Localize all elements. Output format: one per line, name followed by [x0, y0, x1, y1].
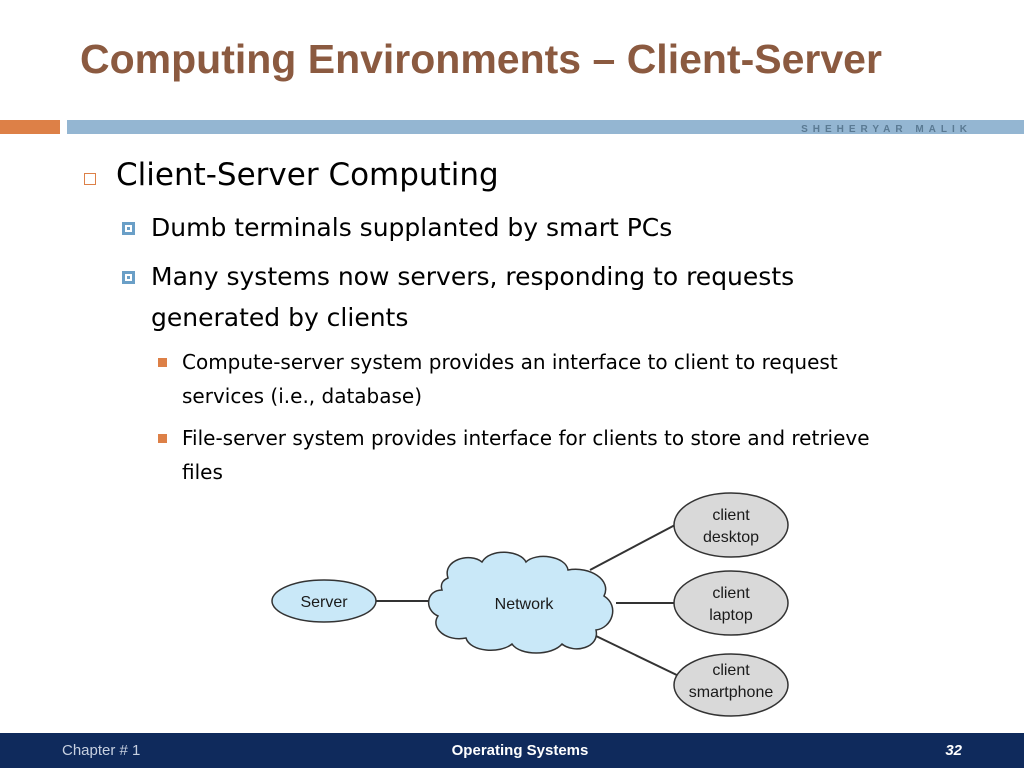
client-desktop-label-line1: client	[712, 507, 750, 524]
author-name: SHEHERYAR MALIK	[801, 124, 972, 135]
bullet-level2-item: Many systems now servers, responding to …	[151, 262, 795, 291]
footer-course-title: Operating Systems	[451, 742, 589, 759]
network-cloud: Network	[428, 551, 614, 654]
footer-chapter: Chapter # 1	[62, 742, 141, 759]
bullet-level3-item: Compute-server system provides an interf…	[182, 350, 838, 374]
bullet-marker-level2	[122, 222, 135, 235]
network-desktop-link	[589, 524, 676, 571]
bullet-level2-item: Dumb terminals supplanted by smart PCs	[151, 213, 673, 242]
title-accent-bar-orange	[0, 120, 60, 134]
bullet-marker-level3	[158, 434, 167, 443]
title-accent-bar-blue	[67, 120, 1024, 134]
bullet-level1: Client-Server Computing	[116, 157, 499, 193]
bullet-marker-level2	[122, 271, 135, 284]
bullet-level3-item-continuation: services (i.e., database)	[182, 384, 423, 408]
slide-footer: Chapter # 1 Operating Systems 32	[0, 733, 1024, 768]
client-desktop-label-line2: desktop	[703, 529, 759, 546]
bullet-level2-item-continuation: generated by clients	[151, 303, 409, 332]
client-smartphone-node: client smartphone	[673, 653, 789, 717]
server-node: Server	[271, 579, 377, 623]
footer-page-number: 32	[945, 742, 962, 759]
client-desktop-node: client desktop	[673, 492, 789, 558]
server-label: Server	[300, 594, 348, 611]
slide-title: Computing Environments – Client-Server	[80, 36, 882, 82]
bullet-marker-level3	[158, 358, 167, 367]
network-label: Network	[495, 596, 555, 613]
client-laptop-node: client laptop	[673, 570, 789, 636]
bullet-marker-level1	[84, 173, 96, 185]
bullet-level3-item-continuation: files	[182, 460, 223, 484]
client-smartphone-label-line2: smartphone	[689, 684, 774, 701]
client-smartphone-label-line1: client	[712, 662, 750, 679]
bullet-level3-item: File-server system provides interface fo…	[182, 426, 870, 450]
client-laptop-label-line2: laptop	[709, 607, 753, 624]
client-laptop-label-line1: client	[712, 585, 750, 602]
network-smartphone-link	[595, 635, 684, 679]
